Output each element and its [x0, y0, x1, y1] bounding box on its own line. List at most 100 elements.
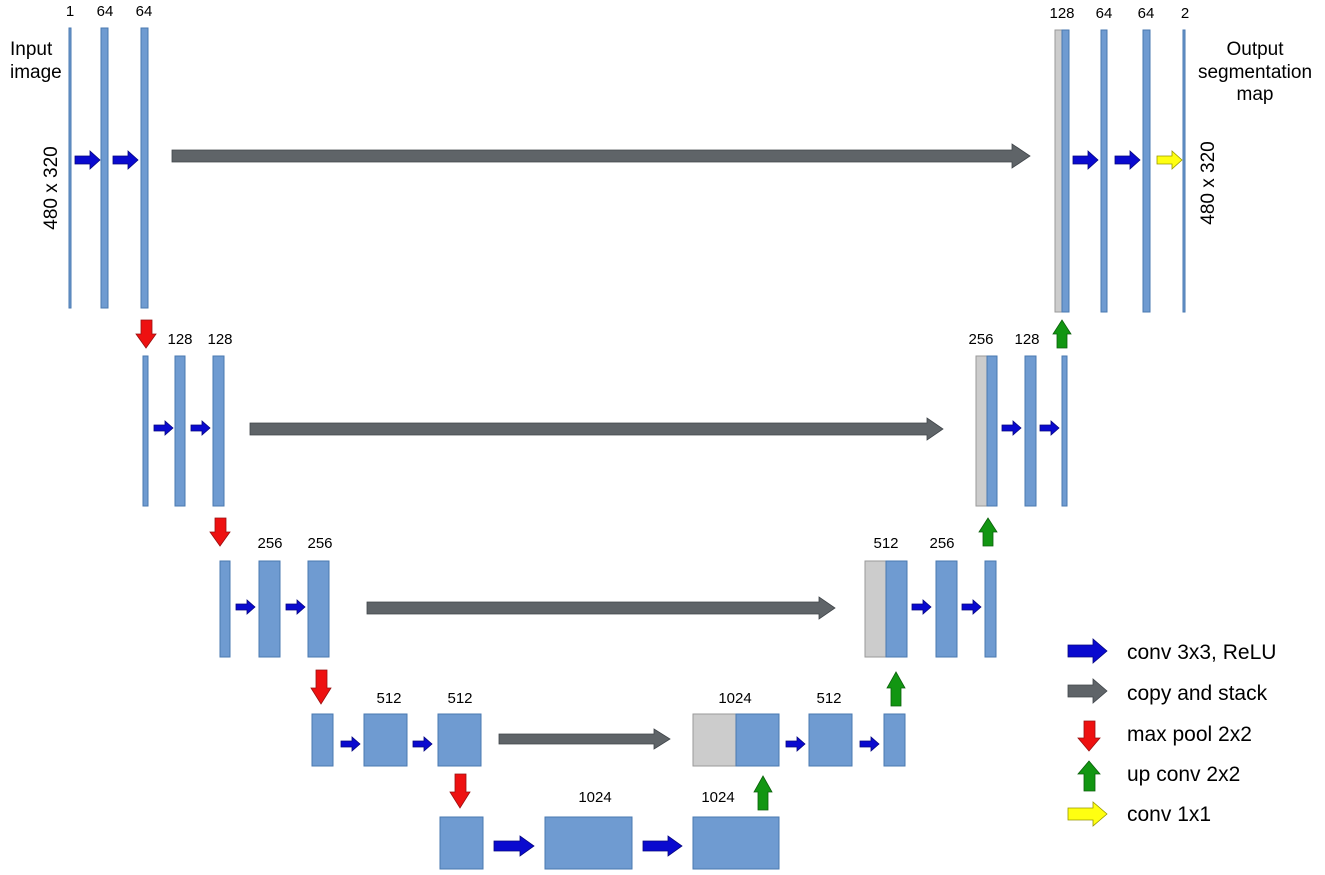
enc2-pooled-map [142, 355, 149, 507]
legend-maxpool-icon [1077, 720, 1101, 752]
upconv-arrow [1052, 319, 1072, 349]
conv-arrow [153, 420, 174, 436]
label-enc2-b: 128 [207, 331, 232, 348]
conv-arrow [74, 150, 101, 170]
enc2-map-b [212, 355, 225, 507]
label-bottleneck-a: 1024 [578, 789, 611, 806]
dec4-map-a [808, 713, 853, 767]
enc4-map-a [363, 713, 408, 767]
enc2-map-a [174, 355, 186, 507]
dec2-copied-map [975, 355, 988, 507]
maxpool-arrow [135, 319, 157, 349]
label-bottleneck-b: 1024 [701, 789, 734, 806]
legend-copy-label: copy and stack [1127, 682, 1268, 705]
copy-arrow [171, 143, 1031, 169]
maxpool-arrow [449, 773, 471, 809]
legend-upconv-label: up conv 2x2 [1127, 763, 1240, 786]
conv-arrow [642, 835, 683, 857]
conv-arrow [190, 420, 211, 436]
upconv-arrow [978, 517, 998, 547]
label-enc3-a: 256 [257, 535, 282, 552]
conv-arrow [412, 736, 433, 752]
conv-arrow [785, 736, 806, 752]
label-dec1-b: 64 [1138, 5, 1155, 22]
dec3-map-a [935, 560, 958, 658]
label-enc4-a: 512 [376, 690, 401, 707]
enc1-map-b [140, 27, 149, 309]
conv1x1-arrow [1156, 150, 1183, 170]
dec4-upconv-map [735, 713, 780, 767]
dec1-map-b [1142, 29, 1151, 313]
output-title-line2: segmentation [1198, 62, 1312, 83]
label-dec3-a: 256 [929, 535, 954, 552]
dec1-upconv-map [1061, 29, 1070, 313]
conv-arrow [859, 736, 880, 752]
label-enc1-a: 64 [97, 3, 114, 20]
input-image-map [68, 27, 72, 309]
copy-arrow [498, 728, 671, 750]
legend-maxpool-label: max pool 2x2 [1127, 723, 1252, 746]
dec2-upconv-map [986, 355, 998, 507]
legend: conv 3x3, ReLU copy and stack max pool 2… [1067, 638, 1276, 827]
output-size-label: 480 x 320 [1198, 141, 1219, 224]
enc3-pooled-map [219, 560, 231, 658]
copy-arrow [249, 417, 944, 441]
conv-arrow [1114, 150, 1141, 170]
label-output-channels: 2 [1181, 5, 1189, 22]
dec3-copied-map [864, 560, 887, 658]
label-dec2-concat: 256 [968, 331, 993, 348]
legend-conv1x1-icon [1067, 801, 1108, 827]
output-title-line1: Output [1226, 39, 1284, 60]
legend-conv1x1-label: conv 1x1 [1127, 803, 1211, 826]
conv-arrow [340, 736, 361, 752]
dec4-map-b [883, 713, 906, 767]
conv-arrow [112, 150, 139, 170]
conv-arrow [1039, 420, 1060, 436]
copy-arrow [366, 596, 836, 620]
dec1-copied-map [1054, 29, 1063, 313]
label-dec1-a: 64 [1096, 5, 1113, 22]
enc4-pooled-map [311, 713, 334, 767]
maxpool-arrow [209, 517, 231, 547]
label-dec2-a: 128 [1014, 331, 1039, 348]
input-title-line2: image [10, 62, 62, 83]
enc1-map-a [100, 27, 109, 309]
output-map [1182, 29, 1186, 313]
upconv-arrow [886, 671, 906, 707]
conv-arrow [493, 835, 535, 857]
label-dec3-concat: 512 [873, 535, 898, 552]
label-enc4-b: 512 [447, 690, 472, 707]
dec4-copied-map [692, 713, 737, 767]
input-size-label: 480 x 320 [41, 146, 62, 229]
dec3-upconv-map [885, 560, 908, 658]
maxpool-arrow [310, 669, 332, 705]
dec1-map-a [1100, 29, 1108, 313]
conv-arrow [911, 599, 932, 615]
dec3-map-b [984, 560, 997, 658]
conv-arrow [285, 599, 306, 615]
legend-conv-icon [1067, 638, 1108, 664]
label-enc2-a: 128 [167, 331, 192, 348]
label-dec4-a: 512 [816, 690, 841, 707]
legend-copy-icon [1067, 678, 1108, 704]
label-enc3-b: 256 [307, 535, 332, 552]
legend-upconv-icon [1077, 760, 1101, 792]
label-enc1-b: 64 [136, 3, 153, 20]
conv-arrow [1001, 420, 1022, 436]
label-input-channels: 1 [66, 3, 74, 20]
dec2-map-b [1061, 355, 1068, 507]
output-title-line3: map [1237, 84, 1274, 105]
label-dec1-concat: 128 [1049, 5, 1074, 22]
enc4-map-b [437, 713, 482, 767]
enc3-map-a [258, 560, 281, 658]
conv-arrow [961, 599, 982, 615]
label-dec4-concat: 1024 [718, 690, 751, 707]
legend-conv-label: conv 3x3, ReLU [1127, 641, 1276, 664]
enc3-map-b [307, 560, 330, 658]
input-title-line1: Input [10, 39, 53, 60]
bottleneck-pooled-map [439, 816, 484, 870]
conv-arrow [1072, 150, 1099, 170]
bottleneck-map-a [544, 816, 633, 870]
dec2-map-a [1024, 355, 1037, 507]
